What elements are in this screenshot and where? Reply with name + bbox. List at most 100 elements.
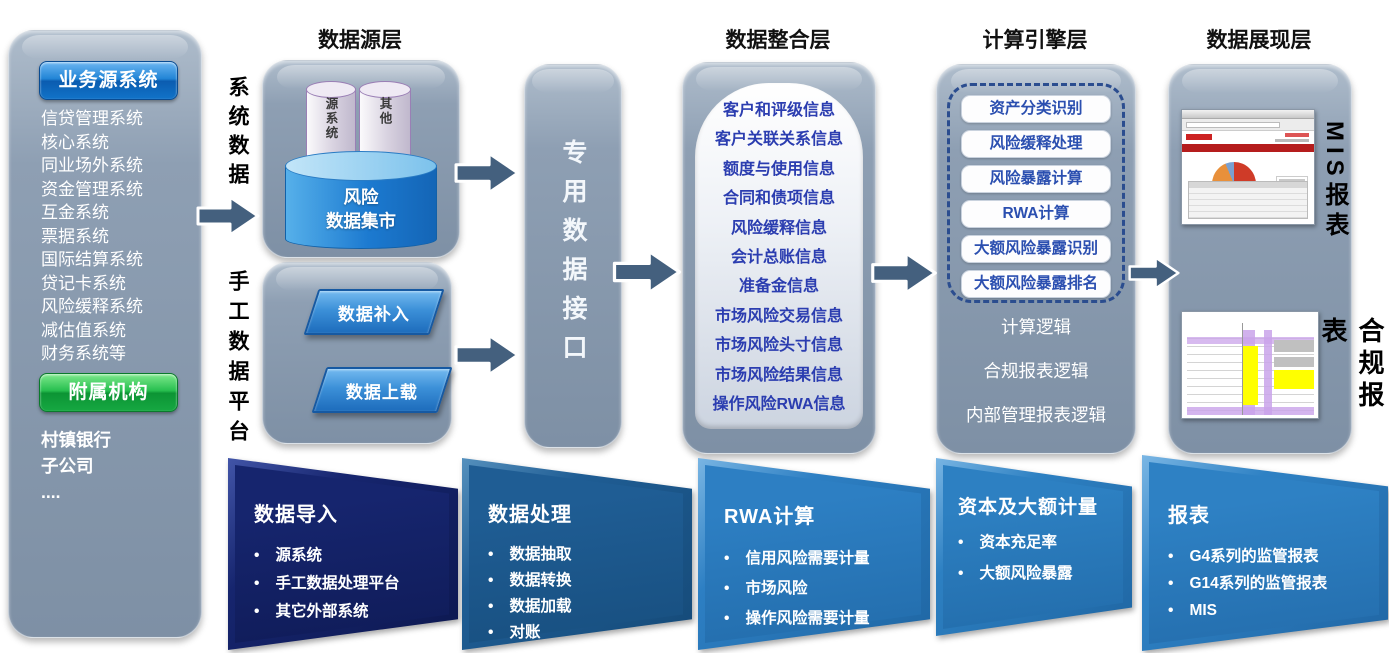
engine-logic-item: 内部管理报表逻辑	[966, 405, 1106, 425]
integration-item: 操作风险RWA信息	[712, 396, 846, 414]
process-bullet: 手工数据处理平台	[254, 570, 440, 598]
flow-arrow-icon	[1128, 256, 1180, 290]
engine-module: 资产分类识别	[961, 95, 1111, 123]
process-step-data-processing: 数据处理 数据抽取数据转换数据加载对账	[462, 458, 692, 650]
data-upload-shape: 数据上载	[311, 367, 453, 413]
process-bullet: 源系统	[254, 542, 440, 570]
source-system-item: 互金系统	[41, 203, 109, 222]
source-system-item: 信贷管理系统	[41, 109, 143, 128]
flow-arrow-icon	[454, 333, 520, 377]
presentation-layer-box: MIS报表 合规报表	[1168, 64, 1385, 454]
process-bullet: 资本充足率	[958, 527, 1114, 558]
integration-item: 风险缓释信息	[730, 219, 827, 237]
process-bullet: 数据转换	[488, 568, 674, 594]
process-bullet: 大额风险暴露	[958, 558, 1114, 589]
integration-item: 准备金信息	[738, 278, 819, 296]
other-source-cylinder: 其他	[359, 81, 411, 171]
process-bullet: G4系列的监管报表	[1168, 543, 1370, 570]
process-bullet: 其它外部系统	[254, 598, 440, 626]
integration-panel: 客户和评级信息客户关联关系信息额度与使用信息合同和债项信息风险缓释信息会计总账信…	[695, 83, 863, 429]
cylinder-label: 其他	[377, 97, 392, 126]
data-interface-box: 专用数据接口	[524, 64, 622, 448]
process-step-reports: 报表 G4系列的监管报表G14系列的监管报表MIS	[1142, 455, 1388, 651]
process-bullet: 信用风险需要计量	[724, 544, 912, 574]
engine-module: 风险暴露计算	[961, 165, 1111, 193]
flow-arrow-icon	[454, 151, 520, 195]
manual-platform-box: 数据补入 数据上载	[262, 262, 453, 444]
affiliates-button: 附属机构	[39, 373, 178, 412]
preview-table	[1188, 181, 1308, 219]
source-data-box: 源系统 其他 风险 数据集市	[262, 60, 460, 258]
source-system-item: 国际结算系统	[41, 250, 143, 269]
preview-addressbar	[1182, 119, 1314, 131]
preview-titlebar	[1182, 110, 1314, 119]
gray-cells	[1274, 339, 1314, 353]
source-system-list: 信贷管理系统核心系统同业场外系统资金管理系统互金系统票据系统国际结算系统贷记卡系…	[41, 107, 143, 366]
process-bullet: 数据加载	[488, 594, 674, 620]
process-step-title: RWA计算	[724, 506, 816, 528]
subsidiary-item: ....	[41, 482, 61, 502]
integration-item: 会计总账信息	[730, 249, 827, 267]
purple-row	[1187, 407, 1314, 415]
cylinder-top	[285, 151, 437, 181]
engine-module: 风险缓释处理	[961, 130, 1111, 158]
cylinder-top	[306, 81, 356, 98]
process-step-rwa-calc: RWA计算 信用风险需要计量市场风险操作风险需要计量	[698, 458, 930, 650]
integration-item: 市场风险交易信息	[714, 307, 843, 325]
data-upload-label: 数据上载	[346, 382, 418, 402]
subsidiary-list: 村镇银行子公司....	[41, 427, 111, 505]
process-bullet: 操作风险需要计量	[724, 604, 912, 634]
process-bullet: 市场风险	[724, 574, 912, 604]
source-system-item: 资金管理系统	[41, 179, 143, 199]
cylinder-label: 源系统	[323, 97, 338, 141]
cylinder-label: 风险 数据集市	[326, 187, 396, 231]
layer-title-source: 数据源层	[318, 29, 402, 52]
purple-row	[1187, 337, 1314, 344]
engine-logic-list: 计算逻辑合规报表逻辑内部管理报表逻辑	[937, 317, 1135, 449]
integration-item: 客户和评级信息	[722, 102, 835, 119]
layer-title-presentation: 数据展现层	[1206, 29, 1312, 52]
process-bullet: MIS	[1168, 597, 1370, 624]
process-bullet: 数据抽取	[488, 542, 674, 568]
process-step-title: 报表	[1168, 505, 1210, 527]
description-column	[1187, 322, 1243, 415]
process-bullet: G14系列的监管报表	[1168, 570, 1370, 597]
process-step-title: 资本及大额计量	[958, 497, 1099, 518]
engine-logic-item: 合规报表逻辑	[983, 361, 1089, 381]
mis-report-label: MIS报表	[1321, 121, 1348, 242]
engine-logic-item: 计算逻辑	[1001, 317, 1071, 337]
flow-arrow-icon	[871, 251, 937, 295]
mis-report-preview	[1181, 109, 1315, 225]
source-system-item: 减估值系统	[41, 320, 126, 340]
preview-brandbar	[1182, 131, 1314, 144]
engine-module: 大额风险暴露排名	[961, 270, 1111, 298]
system-data-label: 系统数据	[226, 76, 249, 192]
subsidiary-item: 子公司	[41, 456, 94, 476]
process-step-title: 数据处理	[488, 504, 572, 526]
data-interface-label: 专用数据接口	[559, 139, 587, 373]
layer-title-integration: 数据整合层	[725, 29, 831, 52]
integration-item: 额度与使用信息	[722, 160, 835, 178]
compliance-report-preview	[1181, 311, 1319, 419]
flow-arrow-icon	[612, 249, 682, 295]
subsidiary-item: 村镇银行	[41, 430, 111, 450]
source-system-item: 同业场外系统	[41, 156, 143, 175]
integration-layer-box: 客户和评级信息客户关联关系信息额度与使用信息合同和债项信息风险缓释信息会计总账信…	[682, 62, 876, 454]
compliance-report-label: 合规报表	[1318, 317, 1385, 413]
source-system-item: 风险缓释系统	[41, 297, 143, 316]
source-system-item: 核心系统	[41, 132, 109, 152]
process-step-capital-measure: 资本及大额计量 资本充足率大额风险暴露	[936, 458, 1132, 636]
source-system-item: 票据系统	[41, 226, 109, 246]
yellow-cells	[1274, 370, 1314, 390]
manual-data-platform-label: 手工数据平台	[226, 270, 249, 450]
process-step-data-import: 数据导入 源系统手工数据处理平台其它外部系统	[228, 458, 458, 650]
integration-item: 客户关联关系信息	[714, 131, 843, 149]
integration-item: 市场风险头寸信息	[714, 337, 843, 355]
layer-title-engine: 计算引擎层	[982, 29, 1088, 52]
risk-datamart-cylinder: 风险 数据集市	[285, 151, 437, 249]
engine-module: 大额风险暴露识别	[961, 235, 1111, 263]
yellow-cells	[1241, 345, 1259, 406]
